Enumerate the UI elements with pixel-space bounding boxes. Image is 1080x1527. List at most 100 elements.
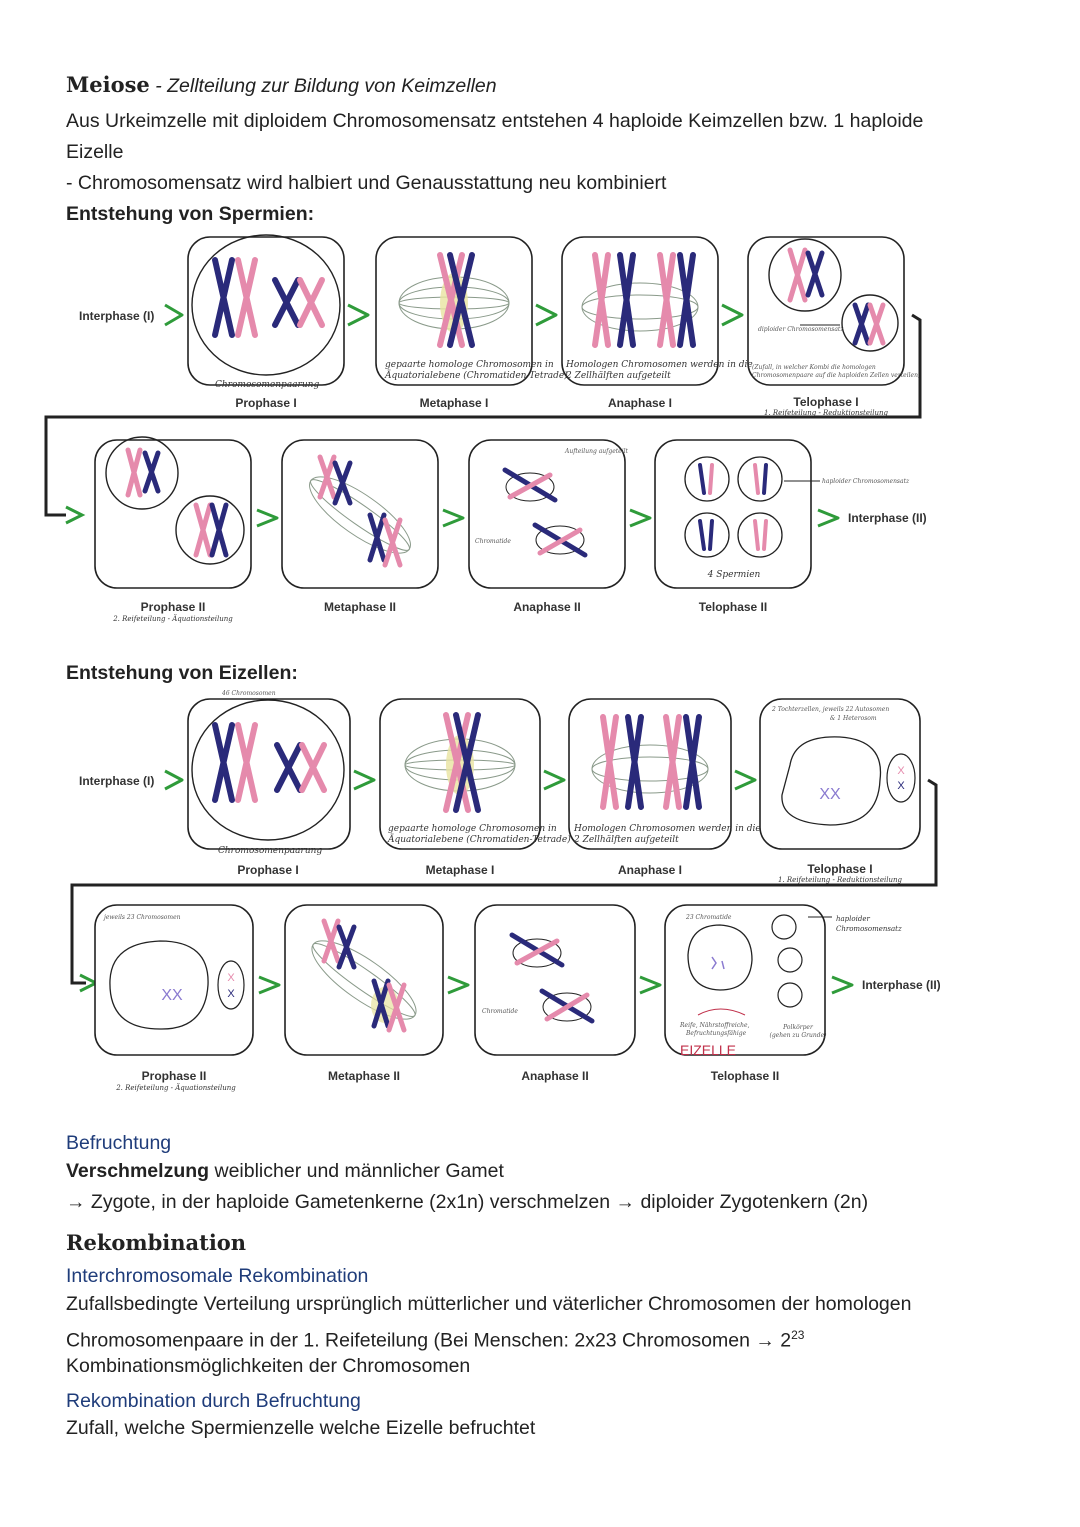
page-title: Meiose - Zellteilung zur Bildung von Kei…	[66, 70, 497, 101]
rekombination-sub-2: Rekombination durch Befruchtung	[66, 1390, 361, 1412]
label-anaphase2-egg: Anaphase II	[521, 1069, 588, 1083]
note-haploid-b: Chromosomensatz	[836, 925, 902, 933]
sperm-heading: Entstehung von Spermien:	[66, 203, 315, 225]
box-telophase1	[747, 236, 905, 386]
label-anaphase1-egg: Anaphase I	[618, 863, 682, 877]
note-tochter-b: & 1 Heterosom	[830, 715, 877, 722]
egg-xx-tel1: XX	[819, 786, 841, 803]
spindle-anaphase1	[581, 282, 699, 332]
sperm-diagram: Chromosomenpaarung gepaarte homologe Chr…	[44, 234, 927, 623]
note-23c: 23 Chromatide	[685, 914, 732, 921]
intro-line-3: - Chromosomensatz wird halbiert und Gena…	[66, 172, 667, 194]
box-prophase1	[187, 236, 345, 386]
label-metaphase2-sperm: Metaphase II	[324, 600, 396, 614]
box-egg-anaphase2	[474, 904, 636, 1056]
note-eizelle: EIZELLE	[680, 1042, 736, 1058]
box-egg-telophase1	[759, 698, 921, 850]
note-chromatide-egg: Chromatide	[482, 1008, 518, 1015]
label-prophase2-sperm: Prophase II	[141, 600, 206, 614]
label-prophase1-sperm: Prophase I	[235, 396, 296, 410]
note-pairing-sperm: Chromosomenpaarung	[215, 380, 319, 390]
befruchtung-line-2: → Zygote, in der haploide Gametenkerne (…	[66, 1191, 869, 1213]
note-egg-ana1b: 2 Zellhälften aufgeteilt	[573, 835, 679, 845]
rekombination-p2: Zufall, welche Spermienzelle welche Eize…	[66, 1417, 536, 1439]
note-polkoerper-b: (gehen zu Grunde)	[770, 1032, 828, 1039]
note-chromatide-sperm: Chromatide	[475, 538, 511, 545]
egg-diagram: 46 Chromosomen Chromosomenpaarung gepaar…	[70, 690, 941, 1092]
note-pairing-egg: Chromosomenpaarung	[218, 846, 322, 856]
note-egg-meta1a: gepaarte homologe Chromosomen in	[388, 824, 557, 834]
note-egg-meta1b: Äquatorialebene (Chromatiden-Tetrade)	[387, 833, 571, 845]
note-reif2-egg: 2. Reifeteilung - Äquationsteilung	[115, 1083, 236, 1092]
rekombination-p1-line2: Chromosomenpaare in der 1. Reifeteilung …	[66, 1320, 804, 1356]
box-egg-prophase2	[94, 904, 254, 1056]
label-interphase2-sperm: Interphase (II)	[848, 511, 927, 525]
note-reservestoffe-b: Befruchtungsfähige	[685, 1030, 747, 1037]
rekombination-p1-line1: Zufallsbedingte Verteilung ursprünglich …	[66, 1293, 912, 1315]
befruchtung-rest: weiblicher und männlicher Gamet	[209, 1160, 504, 1182]
note-polkoerper-a: Polkörper	[782, 1024, 814, 1031]
arrows-row1-sperm	[164, 303, 744, 327]
egg-x1-tel1: X	[897, 765, 905, 777]
egg-x1-pro2: X	[227, 972, 235, 984]
rekombination-heading: Rekombination	[66, 1230, 247, 1255]
box-telophase2	[654, 439, 812, 589]
box-metaphase2	[281, 439, 439, 589]
label-interphase1-egg: Interphase (I)	[79, 774, 154, 788]
rekombination-superscript: 23	[791, 1328, 805, 1342]
note-reif1-egg: 1. Reifeteilung - Reduktionsteilung	[778, 876, 902, 884]
note-haploid-a: haploider	[836, 915, 870, 923]
note-tel1-zufall-a: (Zufall, in welcher Kombi die homologen	[752, 364, 876, 371]
egg-xx-pro2: XX	[161, 987, 183, 1004]
note-meta1b: Äquatorialebene (Chromatiden-Tetrade)	[384, 369, 568, 381]
note-reservestoffe-a: Reife, Nährstoffreiche,	[679, 1022, 750, 1029]
note-4sperm: 4 Spermien	[707, 570, 761, 580]
label-interphase1-sperm: Interphase (I)	[79, 309, 154, 323]
egg-heading: Entstehung von Eizellen:	[66, 662, 298, 684]
box-anaphase2	[468, 439, 626, 589]
connector-sperm	[44, 313, 922, 517]
note-tochter-a: 2 Tochterzellen, jeweils 22 Autosomen	[771, 706, 889, 713]
rekombination-p1-line2-text: Chromosomenpaare in der 1. Reifeteilung …	[66, 1329, 792, 1352]
note-tel1-zufall-b: Chromosomenpaare auf die haploiden Zelle…	[752, 372, 921, 379]
egg-x2-tel1: X	[897, 780, 905, 792]
note-egg-ana1a: Homologen Chromosomen werden in die	[573, 824, 761, 834]
rekombination-p1-line3: Kombinationsmöglichkeiten der Chromosome…	[66, 1355, 471, 1377]
note-ana1b: 2 Zellhälften aufgeteilt	[565, 371, 671, 381]
box-egg-metaphase2	[284, 904, 444, 1056]
box-anaphase1	[561, 236, 719, 386]
chromosomes-prophase1	[212, 257, 325, 338]
label-telophase2-egg: Telophase II	[711, 1069, 779, 1083]
note-46: 46 Chromosomen	[221, 690, 276, 697]
rekombination-sub-1: Interchromosomale Rekombination	[66, 1265, 369, 1287]
connector-egg	[70, 778, 938, 985]
note-reif2-sperm: 2. Reifeteilung - Äquationsteilung	[112, 614, 233, 623]
egg-x2-pro2: X	[227, 988, 235, 1000]
note-aufteilung: Aufteilung aufgeteilt	[564, 448, 629, 455]
label-telophase1-sperm: Telophase I	[793, 395, 858, 409]
label-anaphase2-sperm: Anaphase II	[513, 600, 580, 614]
note-reif1-sperm: 1. Reifeteilung - Reduktionsteilung	[764, 409, 888, 417]
befruchtung-line-1: Verschmelzung weiblicher und männlicher …	[66, 1156, 504, 1186]
befruchtung-bold: Verschmelzung	[66, 1160, 210, 1182]
intro-line-2: Eizelle	[66, 141, 124, 163]
note-haploid-sperm: haploider Chromosomensatz	[822, 478, 910, 485]
note-23: jeweils 23 Chromosomen	[102, 914, 181, 921]
label-metaphase1-egg: Metaphase I	[426, 863, 495, 877]
label-interphase2-egg: Interphase (II)	[862, 978, 941, 992]
note-meta1a: gepaarte homologe Chromosomen in	[385, 360, 554, 370]
label-telophase1-egg: Telophase I	[807, 862, 872, 876]
title-hand: Meiose	[66, 72, 150, 97]
label-prophase2-egg: Prophase II	[142, 1069, 207, 1083]
box-prophase2	[94, 439, 252, 589]
befruchtung-heading: Befruchtung	[66, 1132, 172, 1154]
label-metaphase2-egg: Metaphase II	[328, 1069, 400, 1083]
note-ana1a: Homologen Chromosomen werden in die	[565, 360, 753, 370]
label-prophase1-egg: Prophase I	[237, 863, 298, 877]
intro-line-1: Aus Urkeimzelle mit diploidem Chromosome…	[66, 110, 924, 132]
title-subtitle: - Zellteilung zur Bildung von Keimzellen	[149, 75, 497, 97]
note-tel1-diploid: diploider Chromosomensatz	[758, 326, 844, 333]
label-telophase2-sperm: Telophase II	[699, 600, 767, 614]
label-anaphase1-sperm: Anaphase I	[608, 396, 672, 410]
label-metaphase1-sperm: Metaphase I	[420, 396, 489, 410]
